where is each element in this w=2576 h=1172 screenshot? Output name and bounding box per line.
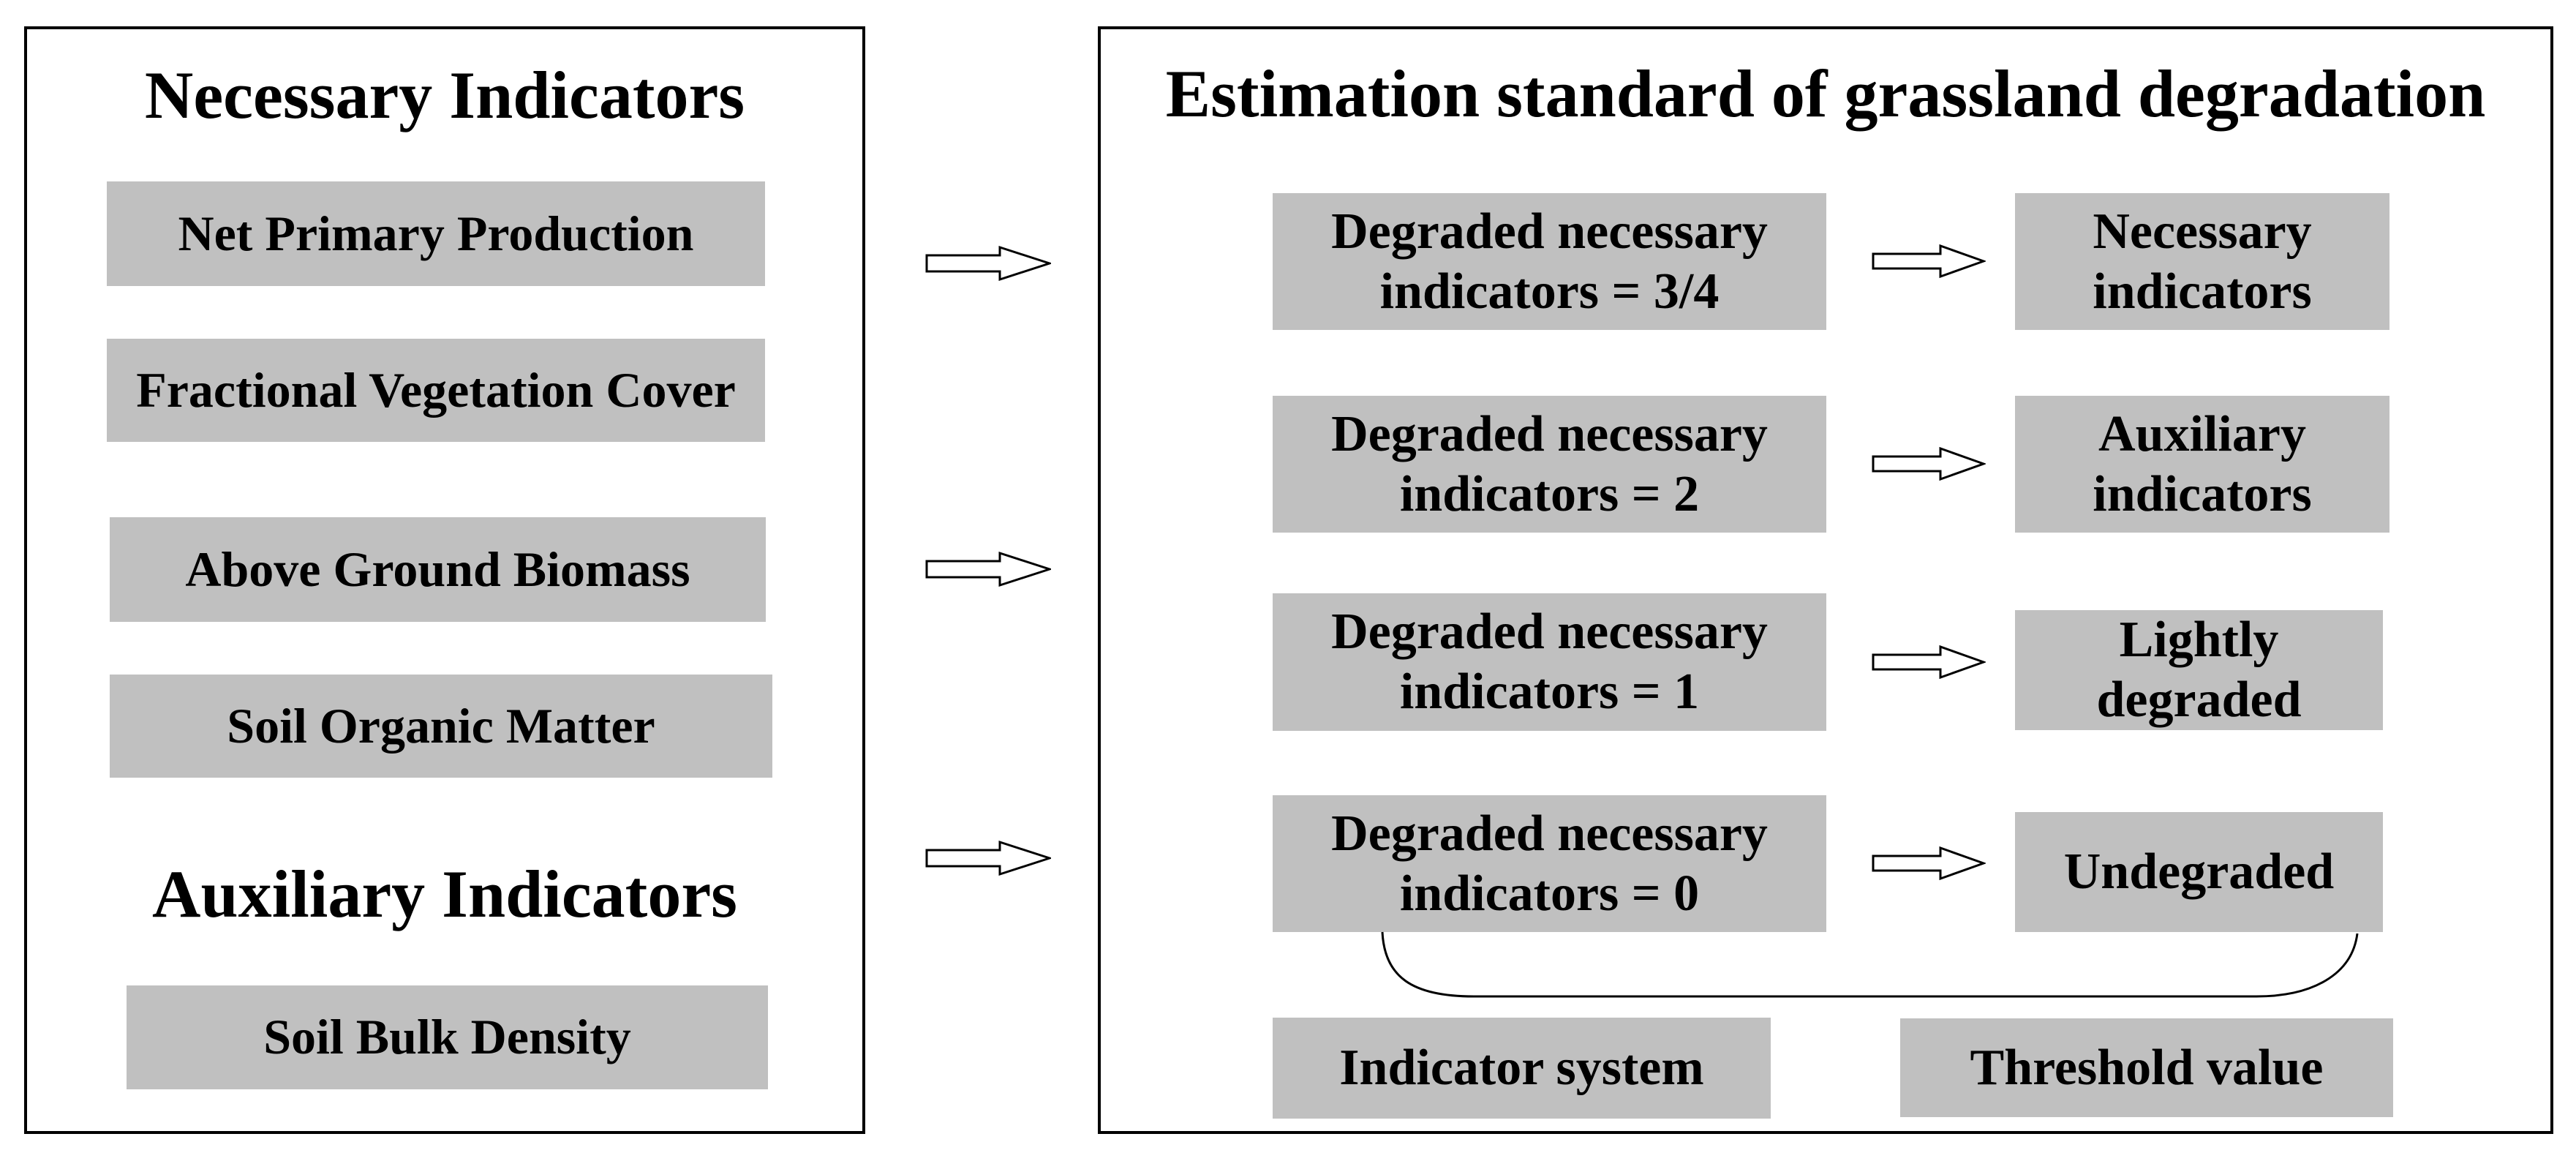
right-panel-title: Estimation standard of grassland degrada…	[1165, 56, 2486, 131]
box-label-line: indicators = 1	[1399, 664, 1700, 720]
indicator-system-box: Indicator system	[1273, 1018, 1771, 1119]
box-label-line: Auxiliary	[2098, 405, 2306, 462]
flow-arrow-icon	[1872, 846, 1986, 881]
box-label: Fractional Vegetation Cover	[136, 361, 736, 418]
box-label-line: Degraded necessary	[1331, 604, 1768, 661]
above-ground-biomass-box: Above Ground Biomass	[110, 517, 766, 622]
box-label-line: degraded	[2096, 672, 2302, 728]
box-label: Indicator system	[1339, 1040, 1704, 1096]
soil-organic-matter-box: Soil Organic Matter	[110, 675, 772, 778]
flow-arrow-icon	[925, 840, 1051, 876]
flow-arrow-icon	[1872, 244, 1986, 279]
flow-arrow-icon	[1872, 446, 1986, 481]
degraded-indicators-3-4-box: Degraded necessary indicators = 3/4	[1273, 193, 1826, 330]
box-label-line: indicators = 0	[1399, 865, 1700, 922]
undegraded-result-box: Undegraded	[2015, 812, 2383, 932]
box-label: Above Ground Biomass	[185, 541, 690, 597]
left-panel-title: Necessary Indicators	[144, 58, 745, 132]
degraded-indicators-1-box: Degraded necessary indicators = 1	[1273, 593, 1826, 731]
flow-arrow-icon	[925, 551, 1051, 587]
soil-bulk-density-box: Soil Bulk Density	[127, 985, 768, 1089]
box-label-line: Degraded necessary	[1331, 405, 1768, 462]
box-label-line: Degraded necessary	[1331, 805, 1768, 862]
box-label-line: indicators	[2093, 465, 2312, 522]
threshold-value-box: Threshold value	[1900, 1018, 2393, 1117]
lightly-degraded-result-box: Lightly degraded	[2015, 610, 2383, 730]
degraded-indicators-0-box: Degraded necessary indicators = 0	[1273, 795, 1826, 932]
auxiliary-indicators-result-box: Auxiliary indicators	[2015, 396, 2389, 533]
box-label-line: Undegraded	[2063, 844, 2335, 901]
flow-arrow-icon	[1872, 645, 1986, 680]
fractional-vegetation-cover-box: Fractional Vegetation Cover	[107, 339, 765, 442]
necessary-indicators-result-box: Necessary indicators	[2015, 193, 2389, 330]
box-label: Threshold value	[1970, 1039, 2324, 1096]
flow-arrow-icon	[925, 245, 1051, 282]
box-label: Net Primary Production	[178, 205, 694, 261]
box-label-line: indicators = 2	[1399, 465, 1700, 522]
box-label-line: Degraded necessary	[1331, 203, 1768, 260]
box-label: Soil Bulk Density	[263, 1009, 631, 1065]
degraded-indicators-2-box: Degraded necessary indicators = 2	[1273, 396, 1826, 533]
box-label-line: indicators = 3/4	[1379, 263, 1720, 320]
box-label: Soil Organic Matter	[227, 697, 655, 754]
auxiliary-indicators-heading: Auxiliary Indicators	[152, 857, 737, 931]
box-label-line: indicators	[2093, 263, 2312, 320]
net-primary-production-box: Net Primary Production	[107, 181, 765, 286]
box-label-line: Necessary	[2093, 203, 2312, 260]
box-label-line: Lightly	[2119, 612, 2279, 669]
